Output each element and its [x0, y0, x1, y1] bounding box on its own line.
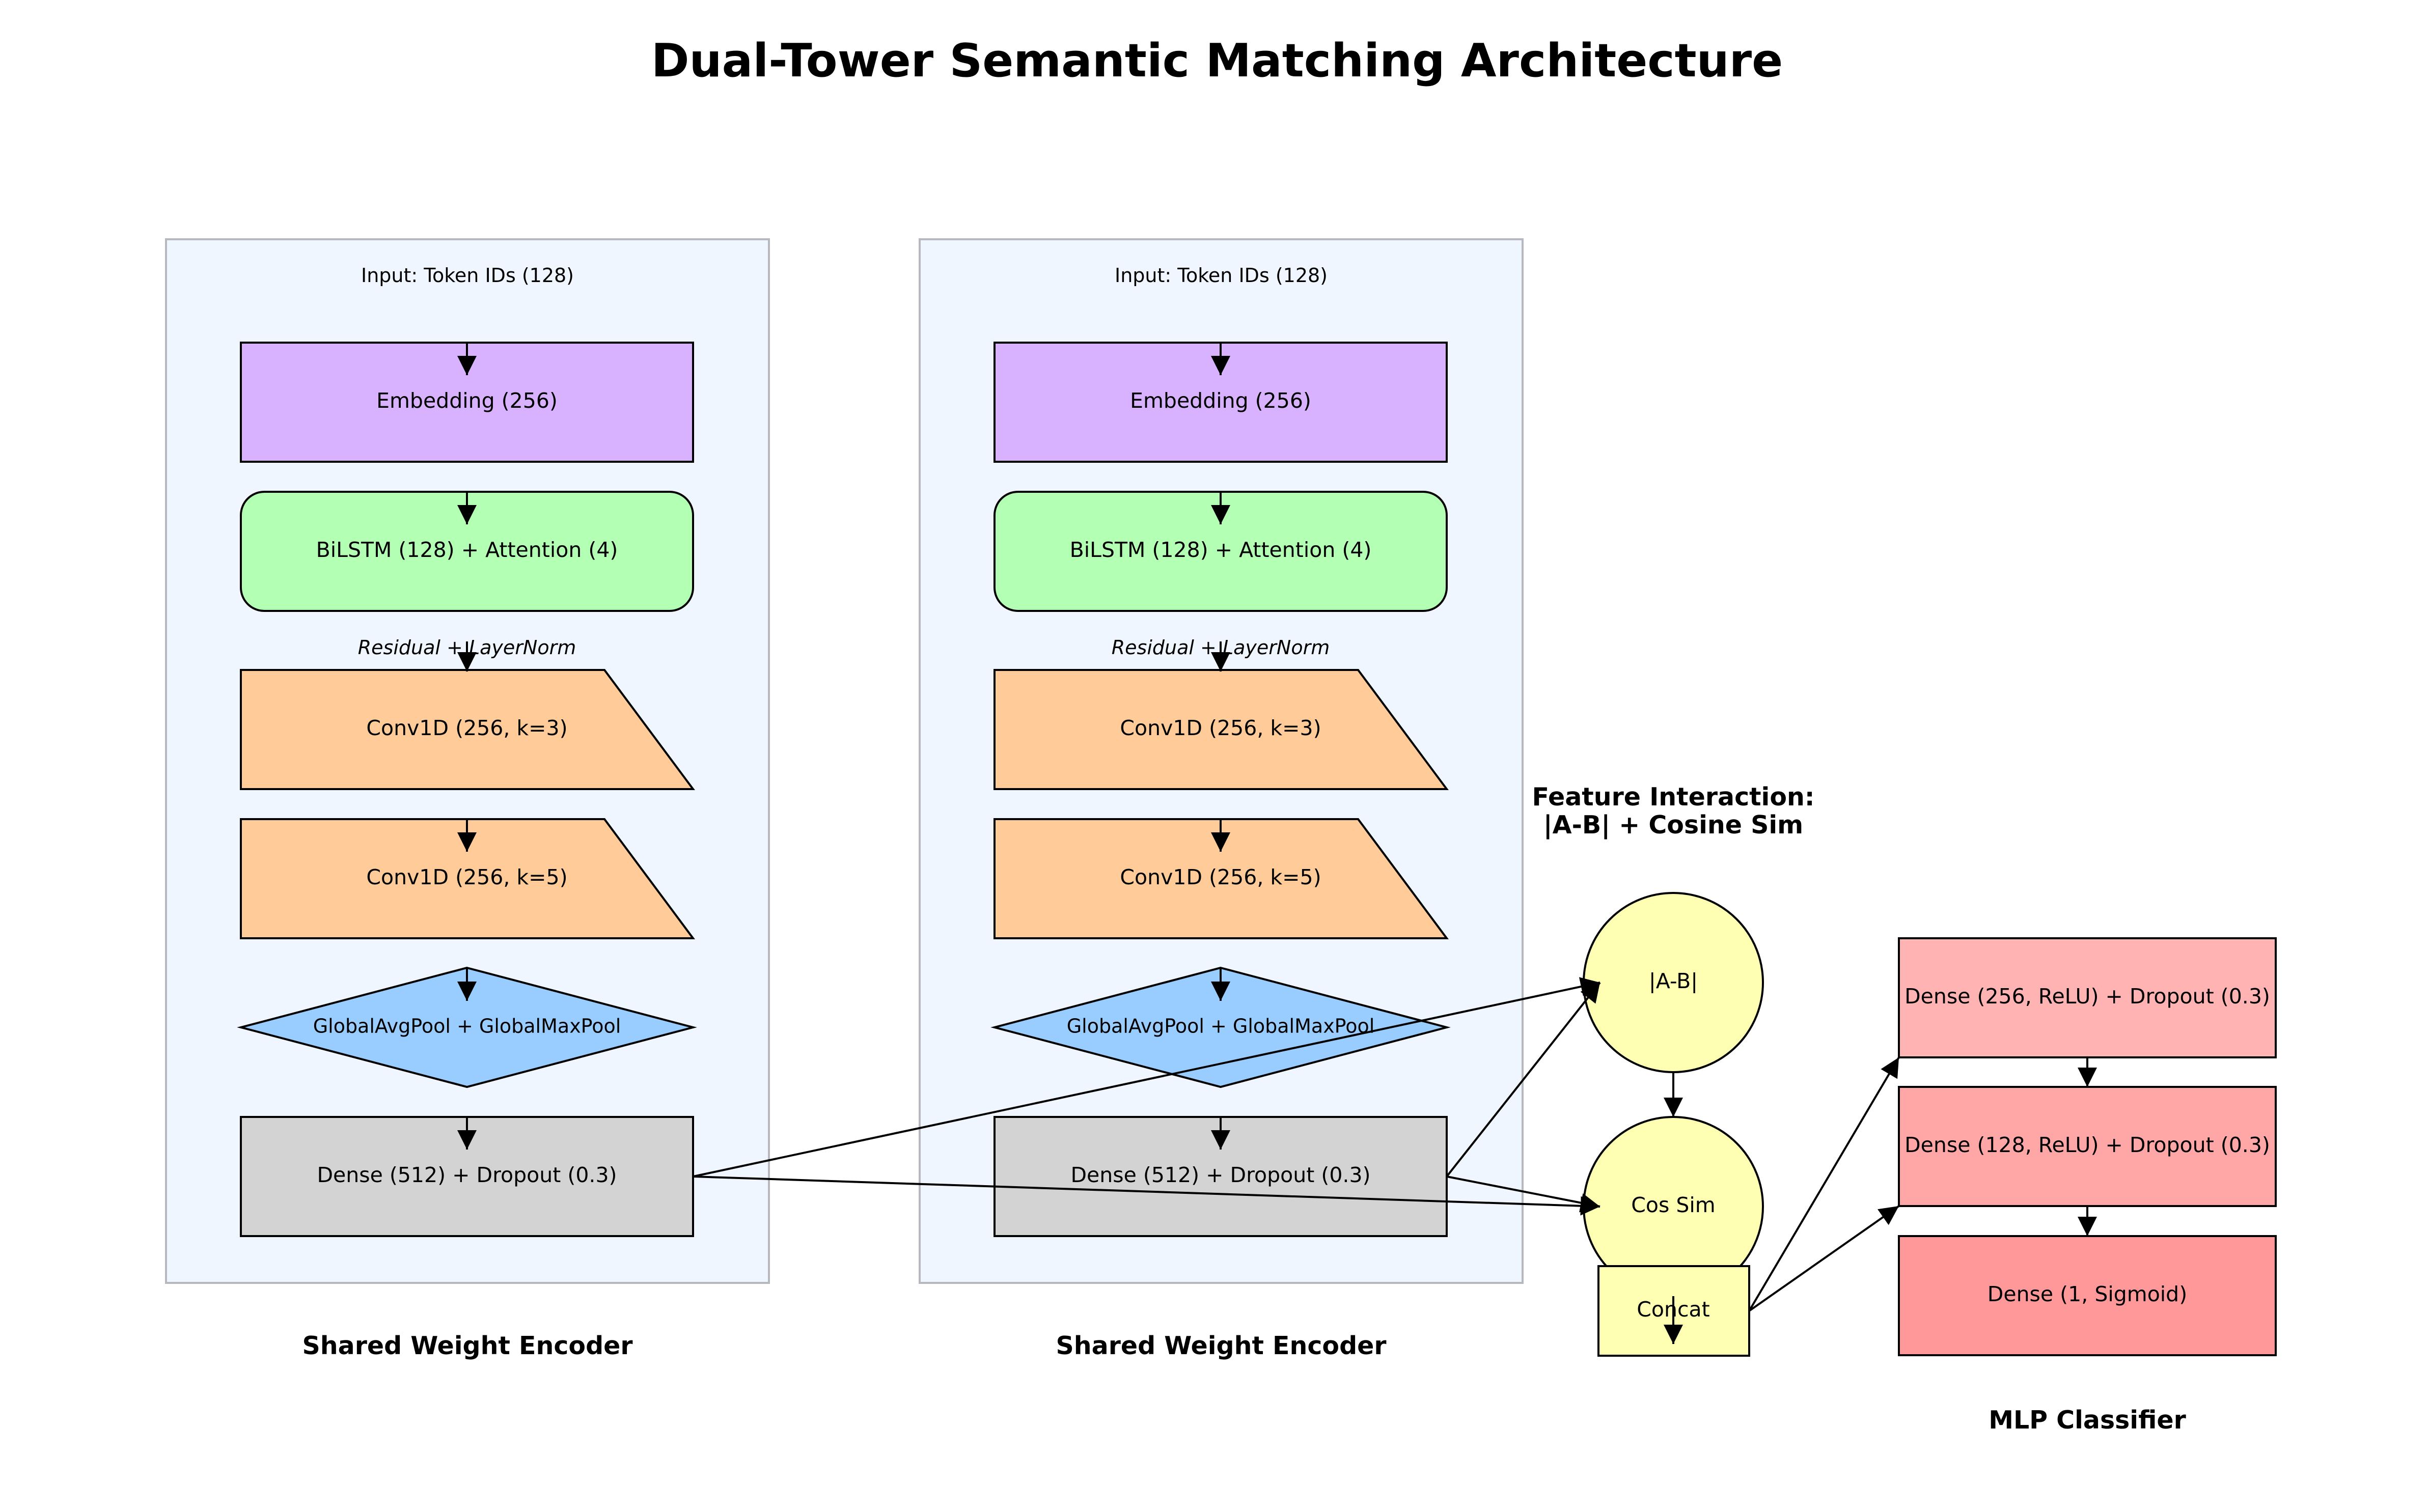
embedding-label: Embedding (256) [1130, 388, 1311, 413]
edge-tower2-absdiff [1446, 982, 1601, 1178]
tower-caption: Shared Weight Encoder [302, 1331, 633, 1360]
edge-concat-mlp2 [1748, 1205, 1900, 1312]
tower-right: Input: Token IDs (128) Embedding (256) B… [919, 238, 1524, 1360]
feature-interaction: Feature Interaction: |A-B| + Cosine Sim … [1532, 782, 1815, 1357]
bilstm-label: BiLSTM (128) + Attention (4) [1070, 538, 1372, 562]
conv1d-k3-label: Conv1D (256, k=3) [366, 716, 567, 740]
pooling-label: GlobalAvgPool + GlobalMaxPool [313, 1015, 621, 1038]
mlp-layer-1 [1898, 937, 2277, 1058]
mlp-classifier: Dense (256, ReLU) + Dropout (0.3) Dense … [1898, 937, 2277, 1435]
cossim-label: Cos Sim [1631, 1193, 1715, 1217]
edge-tower2-cossim [1446, 1175, 1600, 1213]
conv1d-k3-layer [240, 669, 695, 790]
input-label: Input: Token IDs (128) [361, 264, 574, 287]
conv1d-k5-layer [993, 818, 1449, 939]
edge-concat-mlp1 [1748, 1056, 1900, 1312]
diagram-title: Dual-Tower Semantic Matching Architectur… [651, 34, 1783, 88]
interaction-title-line1: Feature Interaction: [1532, 782, 1815, 811]
dense-label: Dense (512) + Dropout (0.3) [317, 1163, 617, 1187]
interaction-title-line2: |A-B| + Cosine Sim [1543, 810, 1803, 840]
mlp-layer-3-label: Dense (1, Sigmoid) [1988, 1282, 2187, 1306]
conv1d-k5-layer [240, 818, 695, 939]
conv1d-k5-label: Conv1D (256, k=5) [1120, 865, 1321, 889]
embedding-label: Embedding (256) [376, 388, 558, 413]
edge-tower1-cossim [693, 1175, 1600, 1216]
conv1d-k3-layer [993, 669, 1449, 790]
edge-tower1-absdiff [693, 977, 1600, 1178]
mlp-layer-3 [1898, 1235, 2277, 1356]
mlp-layer-2-label: Dense (128, ReLU) + Dropout (0.3) [1904, 1133, 2270, 1157]
absdiff-label: |A-B| [1649, 969, 1698, 993]
pooling-layer [237, 966, 697, 1088]
conv1d-k3-label: Conv1D (256, k=3) [1120, 716, 1321, 740]
tower-caption: Shared Weight Encoder [1056, 1331, 1387, 1360]
mlp-layer-1-label: Dense (256, ReLU) + Dropout (0.3) [1904, 984, 2270, 1009]
dense-label: Dense (512) + Dropout (0.3) [1070, 1163, 1370, 1187]
conv1d-k5-label: Conv1D (256, k=5) [366, 865, 567, 889]
pooling-label: GlobalAvgPool + GlobalMaxPool [1067, 1015, 1375, 1038]
pooling-layer [990, 966, 1451, 1088]
input-label: Input: Token IDs (128) [1115, 264, 1328, 287]
bilstm-label: BiLSTM (128) + Attention (4) [316, 538, 618, 562]
mlp-caption: MLP Classifier [1989, 1406, 2186, 1435]
tower-left: Input: Token IDs (128) Embedding (256) B… [165, 238, 770, 1360]
